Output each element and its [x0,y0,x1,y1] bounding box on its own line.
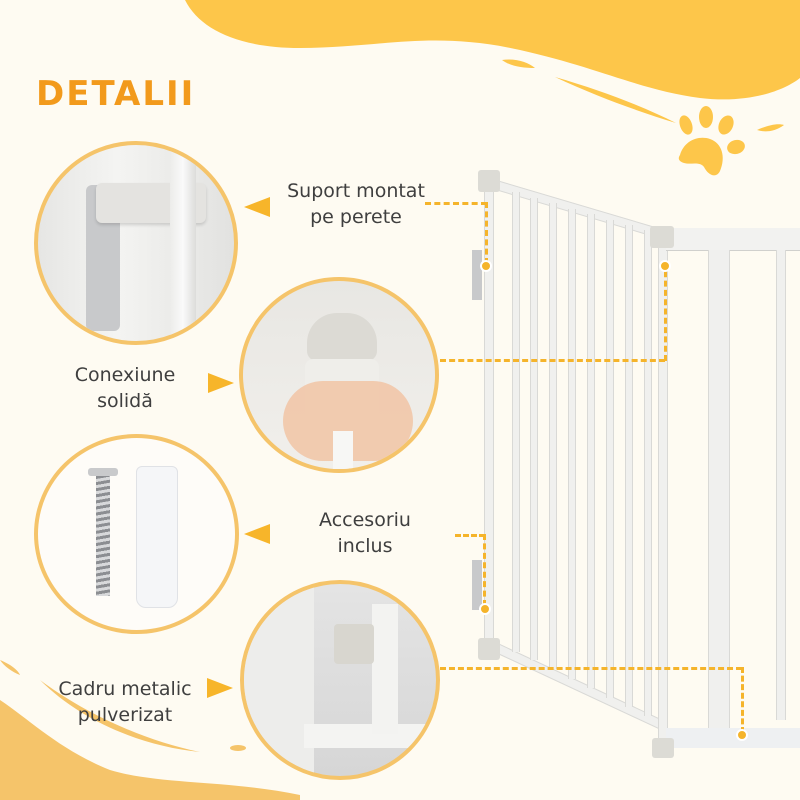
gate-door-bar [776,250,786,720]
page-title: DETALII [36,74,196,114]
gate-left-post [484,180,494,650]
connector-line [483,534,486,606]
connector-line [741,667,744,733]
gate-door-bottom [666,728,800,748]
foot-connector [334,624,374,664]
connection-detail-image [239,277,439,473]
callout-arrow-right [207,678,233,698]
gate-door-top [666,228,800,251]
screw-icon [88,468,118,476]
connector-line [440,359,665,362]
pole [333,431,353,469]
callout-arrow-left [244,524,270,544]
wall-surface [244,584,314,776]
wall-bracket [472,250,482,300]
connector-dot [480,260,492,272]
callout-arrow-right [208,373,234,393]
gate-bar [549,203,557,669]
gate-bar [568,209,576,679]
screw-shaft [96,476,110,596]
accessories-detail-image [34,434,239,634]
top-wave-decoration [185,0,800,132]
gate-pole [170,145,196,341]
paw-print-icon [678,106,745,176]
connector-line [485,202,488,264]
frame-detail-image [240,580,440,780]
gate-bar [644,230,652,716]
frame-post [372,604,398,734]
gate-bar [530,198,538,660]
connector-line [425,202,487,205]
callout-arrow-left [244,197,270,217]
gate-bar [606,220,614,698]
pet-gate-product [470,170,800,770]
hinge-connector [478,170,500,192]
connector-dot [736,729,748,741]
gate-bottom-rail [495,644,664,730]
callout-label: Conexiune solidă [74,364,176,412]
connector-line [664,262,667,361]
wall-bracket [472,560,482,610]
gate-bar [625,225,633,707]
connector-line [440,667,742,670]
knob-top [307,313,377,361]
hinge-connector [652,738,674,758]
wall-plug-icon [136,466,178,608]
connector-dot [479,603,491,615]
connector-line [455,534,485,537]
callout-label: Accesoriu inclus [319,509,411,557]
frame-bar [304,724,436,748]
gate-hinge-post [658,240,668,750]
gate-bar [587,214,595,688]
bottom-wave-decoration [0,660,300,800]
gate-door-post [708,250,730,730]
hinge-connector [478,638,500,660]
callout-label: Suport montat pe perete [287,180,425,228]
wall-mount-detail-image [34,141,238,345]
connector-dot [659,260,671,272]
callout-label: Cadru metalic pulverizat [58,678,192,726]
gate-bar [512,192,520,652]
hinge-connector [650,226,674,248]
